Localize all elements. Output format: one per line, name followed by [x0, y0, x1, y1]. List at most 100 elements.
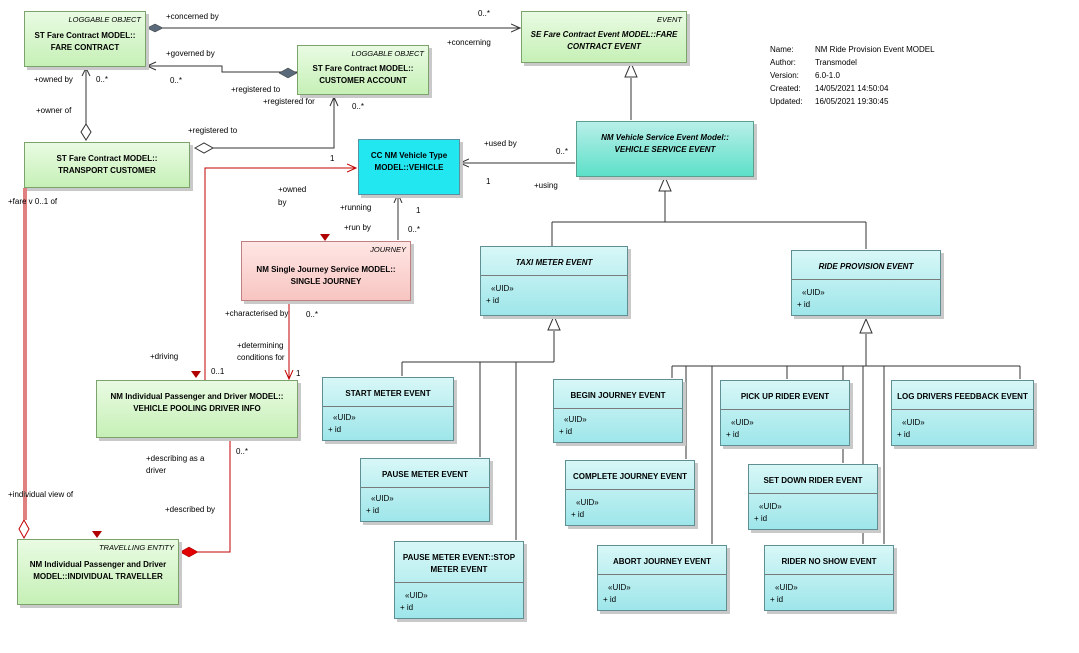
class-transport-customer[interactable]: ST Fare Contract MODEL:: TRANSPORT CUSTO…: [24, 142, 190, 188]
uid-stereotype: «UID»: [731, 418, 754, 427]
class-title-line1: NM Vehicle Service Event Model::: [601, 133, 729, 142]
class-title-line1: ST Fare Contract MODEL::: [34, 31, 136, 40]
role-using: +using: [534, 181, 558, 190]
meta-version-key: Version:: [770, 71, 799, 80]
class-fare-contract-event[interactable]: EVENT SE Fare Contract Event MODEL::FARE…: [521, 11, 687, 63]
class-title-line1: PAUSE METER EVENT::STOP: [402, 553, 516, 562]
separator: [721, 409, 849, 410]
class-title: COMPLETE JOURNEY EVENT: [572, 472, 688, 481]
class-set-down-rider-event[interactable]: SET DOWN RIDER EVENT «UID» + id: [748, 464, 878, 530]
separator: [554, 408, 682, 409]
role-described-by: +described by: [165, 505, 216, 514]
class-single-journey[interactable]: JOURNEY NM Single Journey Service MODEL:…: [241, 241, 411, 301]
role-running: +running: [340, 203, 372, 212]
uid-stereotype: «UID»: [576, 498, 599, 507]
class-title-line1: CC NM Vehicle Type: [370, 151, 448, 160]
class-title-line2: FARE CONTRACT: [50, 43, 120, 52]
uid-stereotype: «UID»: [491, 284, 514, 293]
attribute-id: + id: [400, 603, 414, 612]
class-title: RIDE PROVISION EVENT: [818, 262, 914, 271]
class-stop-meter-event[interactable]: PAUSE METER EVENT::STOP METER EVENT «UID…: [394, 541, 524, 619]
attribute-id: + id: [603, 595, 617, 604]
uid-stereotype: «UID»: [902, 418, 925, 427]
attribute-id: + id: [897, 430, 911, 439]
stereotype: TRAVELLING ENTITY: [98, 543, 174, 552]
separator: [892, 409, 1033, 410]
class-pause-meter-event[interactable]: PAUSE METER EVENT «UID» + id: [360, 458, 490, 522]
role-describing-as-a: +describing as a: [146, 454, 205, 463]
role-individual-view-of: +individual view of: [8, 490, 74, 499]
class-abort-journey-event[interactable]: ABORT JOURNEY EVENT «UID» + id: [597, 545, 727, 611]
meta-created-key: Created:: [770, 84, 801, 93]
class-title-line2: TRANSPORT CUSTOMER: [58, 166, 156, 175]
separator: [792, 279, 940, 280]
multiplicity-using: 1: [486, 177, 491, 186]
class-begin-journey-event[interactable]: BEGIN JOURNEY EVENT «UID» + id: [553, 379, 683, 443]
class-title: LOG DRIVERS FEEDBACK EVENT: [897, 392, 1028, 401]
class-vehicle[interactable]: CC NM Vehicle Type MODEL::VEHICLE: [358, 139, 460, 195]
class-start-meter-event[interactable]: START METER EVENT «UID» + id: [322, 377, 454, 441]
role-owned: +owned: [278, 185, 307, 194]
class-title: RIDER NO SHOW EVENT: [781, 557, 877, 566]
role-registered-for: +registered for: [263, 97, 315, 106]
class-individual-traveller[interactable]: TRAVELLING ENTITY NM Individual Passenge…: [17, 539, 179, 605]
stereotype: LOGGABLE OBJECT: [68, 15, 141, 24]
role-determining-conditions: conditions for: [237, 353, 285, 362]
role-concerned-by: +concerned by: [166, 12, 219, 21]
class-title-line2: METER EVENT: [430, 565, 488, 574]
attribute-id: + id: [328, 425, 342, 434]
multiplicity-registered: 0..*: [352, 102, 365, 111]
meta-name-value: NM Ride Provision Event MODEL: [815, 45, 935, 54]
class-title: SET DOWN RIDER EVENT: [763, 476, 863, 485]
role-registered-to-2: +registered to: [188, 126, 238, 135]
class-rider-no-show-event[interactable]: RIDER NO SHOW EVENT «UID» + id: [764, 545, 894, 611]
class-title-line2: MODEL::INDIVIDUAL TRAVELLER: [33, 572, 163, 581]
uid-stereotype: «UID»: [802, 288, 825, 297]
class-title: TAXI METER EVENT: [515, 258, 593, 267]
class-vehicle-pooling-driver-info[interactable]: NM Individual Passenger and Driver MODEL…: [96, 380, 298, 438]
attribute-id: + id: [726, 430, 740, 439]
role-registered-to: +registered to: [231, 85, 281, 94]
attribute-id: + id: [559, 427, 573, 436]
class-title-line1: NM Single Journey Service MODEL::: [256, 265, 396, 274]
uid-stereotype: «UID»: [775, 583, 798, 592]
uid-stereotype: «UID»: [333, 413, 356, 422]
attribute-id: + id: [366, 506, 380, 515]
multiplicity-used: 0..*: [556, 147, 569, 156]
attribute-id: + id: [486, 296, 500, 305]
separator: [395, 582, 523, 583]
role-describing-driver: driver: [146, 466, 167, 475]
multiplicity-concerned: 0..*: [478, 9, 491, 18]
uid-stereotype: «UID»: [608, 583, 631, 592]
uid-stereotype: «UID»: [564, 415, 587, 424]
role-concerning: +concerning: [447, 38, 491, 47]
role-owned-by: +owned by: [34, 75, 73, 84]
multiplicity-driving: 0..1: [211, 367, 225, 376]
stereotype: JOURNEY: [370, 245, 406, 254]
stereotype: LOGGABLE OBJECT: [351, 49, 424, 58]
uid-stereotype: «UID»: [405, 591, 428, 600]
class-fare-contract[interactable]: LOGGABLE OBJECT ST Fare Contract MODEL::…: [24, 11, 146, 67]
class-log-drivers-feedback-event[interactable]: LOG DRIVERS FEEDBACK EVENT «UID» + id: [891, 380, 1034, 446]
class-pick-up-rider-event[interactable]: PICK UP RIDER EVENT «UID» + id: [720, 380, 850, 446]
role-owner-of: +owner of: [36, 106, 72, 115]
meta-version-value: 6.0-1.0: [815, 71, 840, 80]
role-governed-by: +governed by: [166, 49, 215, 58]
class-complete-journey-event[interactable]: COMPLETE JOURNEY EVENT «UID» + id: [565, 460, 695, 526]
class-vehicle-service-event[interactable]: NM Vehicle Service Event Model:: VEHICLE…: [576, 121, 754, 177]
meta-updated-key: Updated:: [770, 97, 803, 106]
meta-updated-value: 16/05/2021 19:30:45: [815, 97, 889, 106]
class-title-line2: MODEL::VEHICLE: [374, 163, 444, 172]
class-title: START METER EVENT: [345, 389, 431, 398]
class-title-line1: SE Fare Contract Event MODEL::FARE: [530, 30, 678, 39]
class-ride-provision-event[interactable]: RIDE PROVISION EVENT «UID» + id: [791, 250, 941, 316]
attribute-id: + id: [754, 514, 768, 523]
role-characterised-by: +characterised by: [225, 309, 289, 318]
class-title-line2: SINGLE JOURNEY: [290, 277, 362, 286]
class-taxi-meter-event[interactable]: TAXI METER EVENT «UID» + id: [480, 246, 628, 316]
separator: [566, 489, 694, 490]
role-fare-view-of: +fare v 0..1 of: [8, 197, 58, 206]
multiplicity-describing: 0..*: [236, 447, 249, 456]
class-customer-account[interactable]: LOGGABLE OBJECT ST Fare Contract MODEL::…: [297, 45, 429, 95]
class-title-line2: VEHICLE SERVICE EVENT: [614, 145, 716, 154]
